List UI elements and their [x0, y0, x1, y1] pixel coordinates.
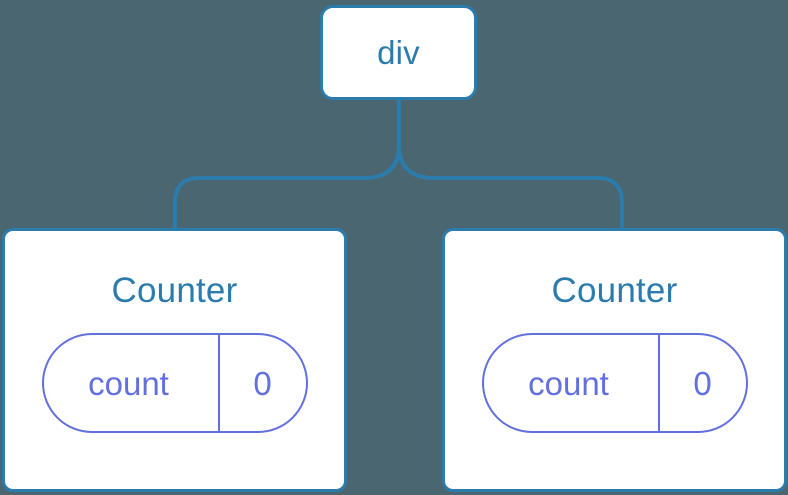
- state-value-cell-counter-1: 0: [220, 335, 306, 431]
- state-value-counter-1: 0: [253, 364, 272, 402]
- state-pill-counter-2[interactable]: count 0: [481, 333, 748, 433]
- state-pill-counter-1[interactable]: count 0: [41, 333, 308, 433]
- node-counter-1-label: Counter: [111, 271, 238, 310]
- node-counter-2[interactable]: Counter count 0: [442, 228, 787, 492]
- state-key-counter-2: count: [528, 364, 609, 402]
- node-div[interactable]: div: [320, 5, 477, 100]
- state-key-cell-counter-1: count: [44, 335, 220, 431]
- node-div-label: div: [377, 34, 420, 71]
- node-counter-1[interactable]: Counter count 0: [2, 228, 347, 492]
- state-key-cell-counter-2: count: [484, 335, 660, 431]
- state-key-counter-1: count: [88, 364, 169, 402]
- node-counter-2-label: Counter: [551, 271, 678, 310]
- edge-root-to-counter-2: [397, 145, 624, 230]
- edge-root-to-counter-1: [173, 145, 401, 230]
- state-value-cell-counter-2: 0: [660, 335, 746, 431]
- state-value-counter-2: 0: [693, 364, 712, 402]
